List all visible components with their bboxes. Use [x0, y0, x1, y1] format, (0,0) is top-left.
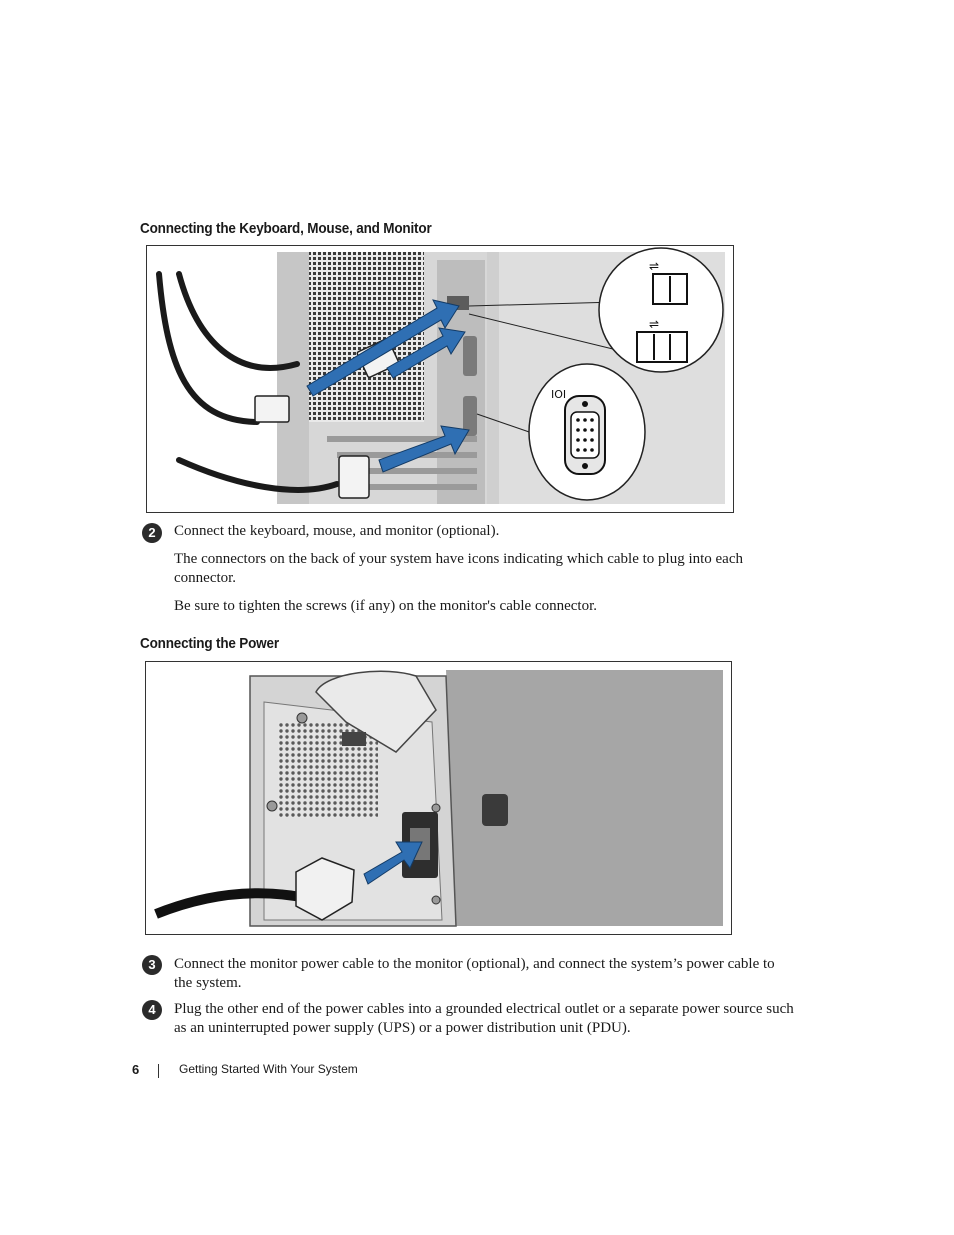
footer-divider [158, 1064, 159, 1078]
footer-title: Getting Started With Your System [179, 1062, 358, 1076]
svg-text:⇌: ⇌ [649, 317, 659, 331]
note-tighten-screws: Be sure to tighten the screws (if any) o… [174, 598, 597, 614]
usb-icon: ⇌ [649, 317, 659, 331]
step-number-badge: 2 [142, 523, 162, 543]
connection-illustration: ⇌ ⇌ IOI [156, 247, 725, 504]
step-number-badge: 4 [142, 1000, 162, 1020]
svg-text:IOI: IOI [551, 388, 566, 401]
power-illustration [154, 670, 723, 927]
usb-icon: ⇌ [649, 259, 659, 273]
note-connector-icons: The connectors on the back of your syste… [174, 551, 743, 586]
step-number-badge: 3 [142, 955, 162, 975]
figure-power-connection [145, 661, 732, 935]
svg-text:⇌: ⇌ [649, 259, 659, 273]
step-4-text: Plug the other end of the power cables i… [174, 1001, 794, 1036]
figure-keyboard-mouse-monitor: ⇌ ⇌ IOI [146, 245, 734, 513]
section-heading-power: Connecting the Power [140, 635, 279, 652]
step-2-text: Connect the keyboard, mouse, and monitor… [174, 523, 500, 539]
page-number: 6 [132, 1062, 140, 1077]
monitor-port-icon: IOI [551, 388, 566, 401]
step-3-text: Connect the monitor power cable to the m… [174, 956, 775, 991]
section-heading-keyboard-mouse-monitor: Connecting the Keyboard, Mouse, and Moni… [140, 220, 432, 237]
